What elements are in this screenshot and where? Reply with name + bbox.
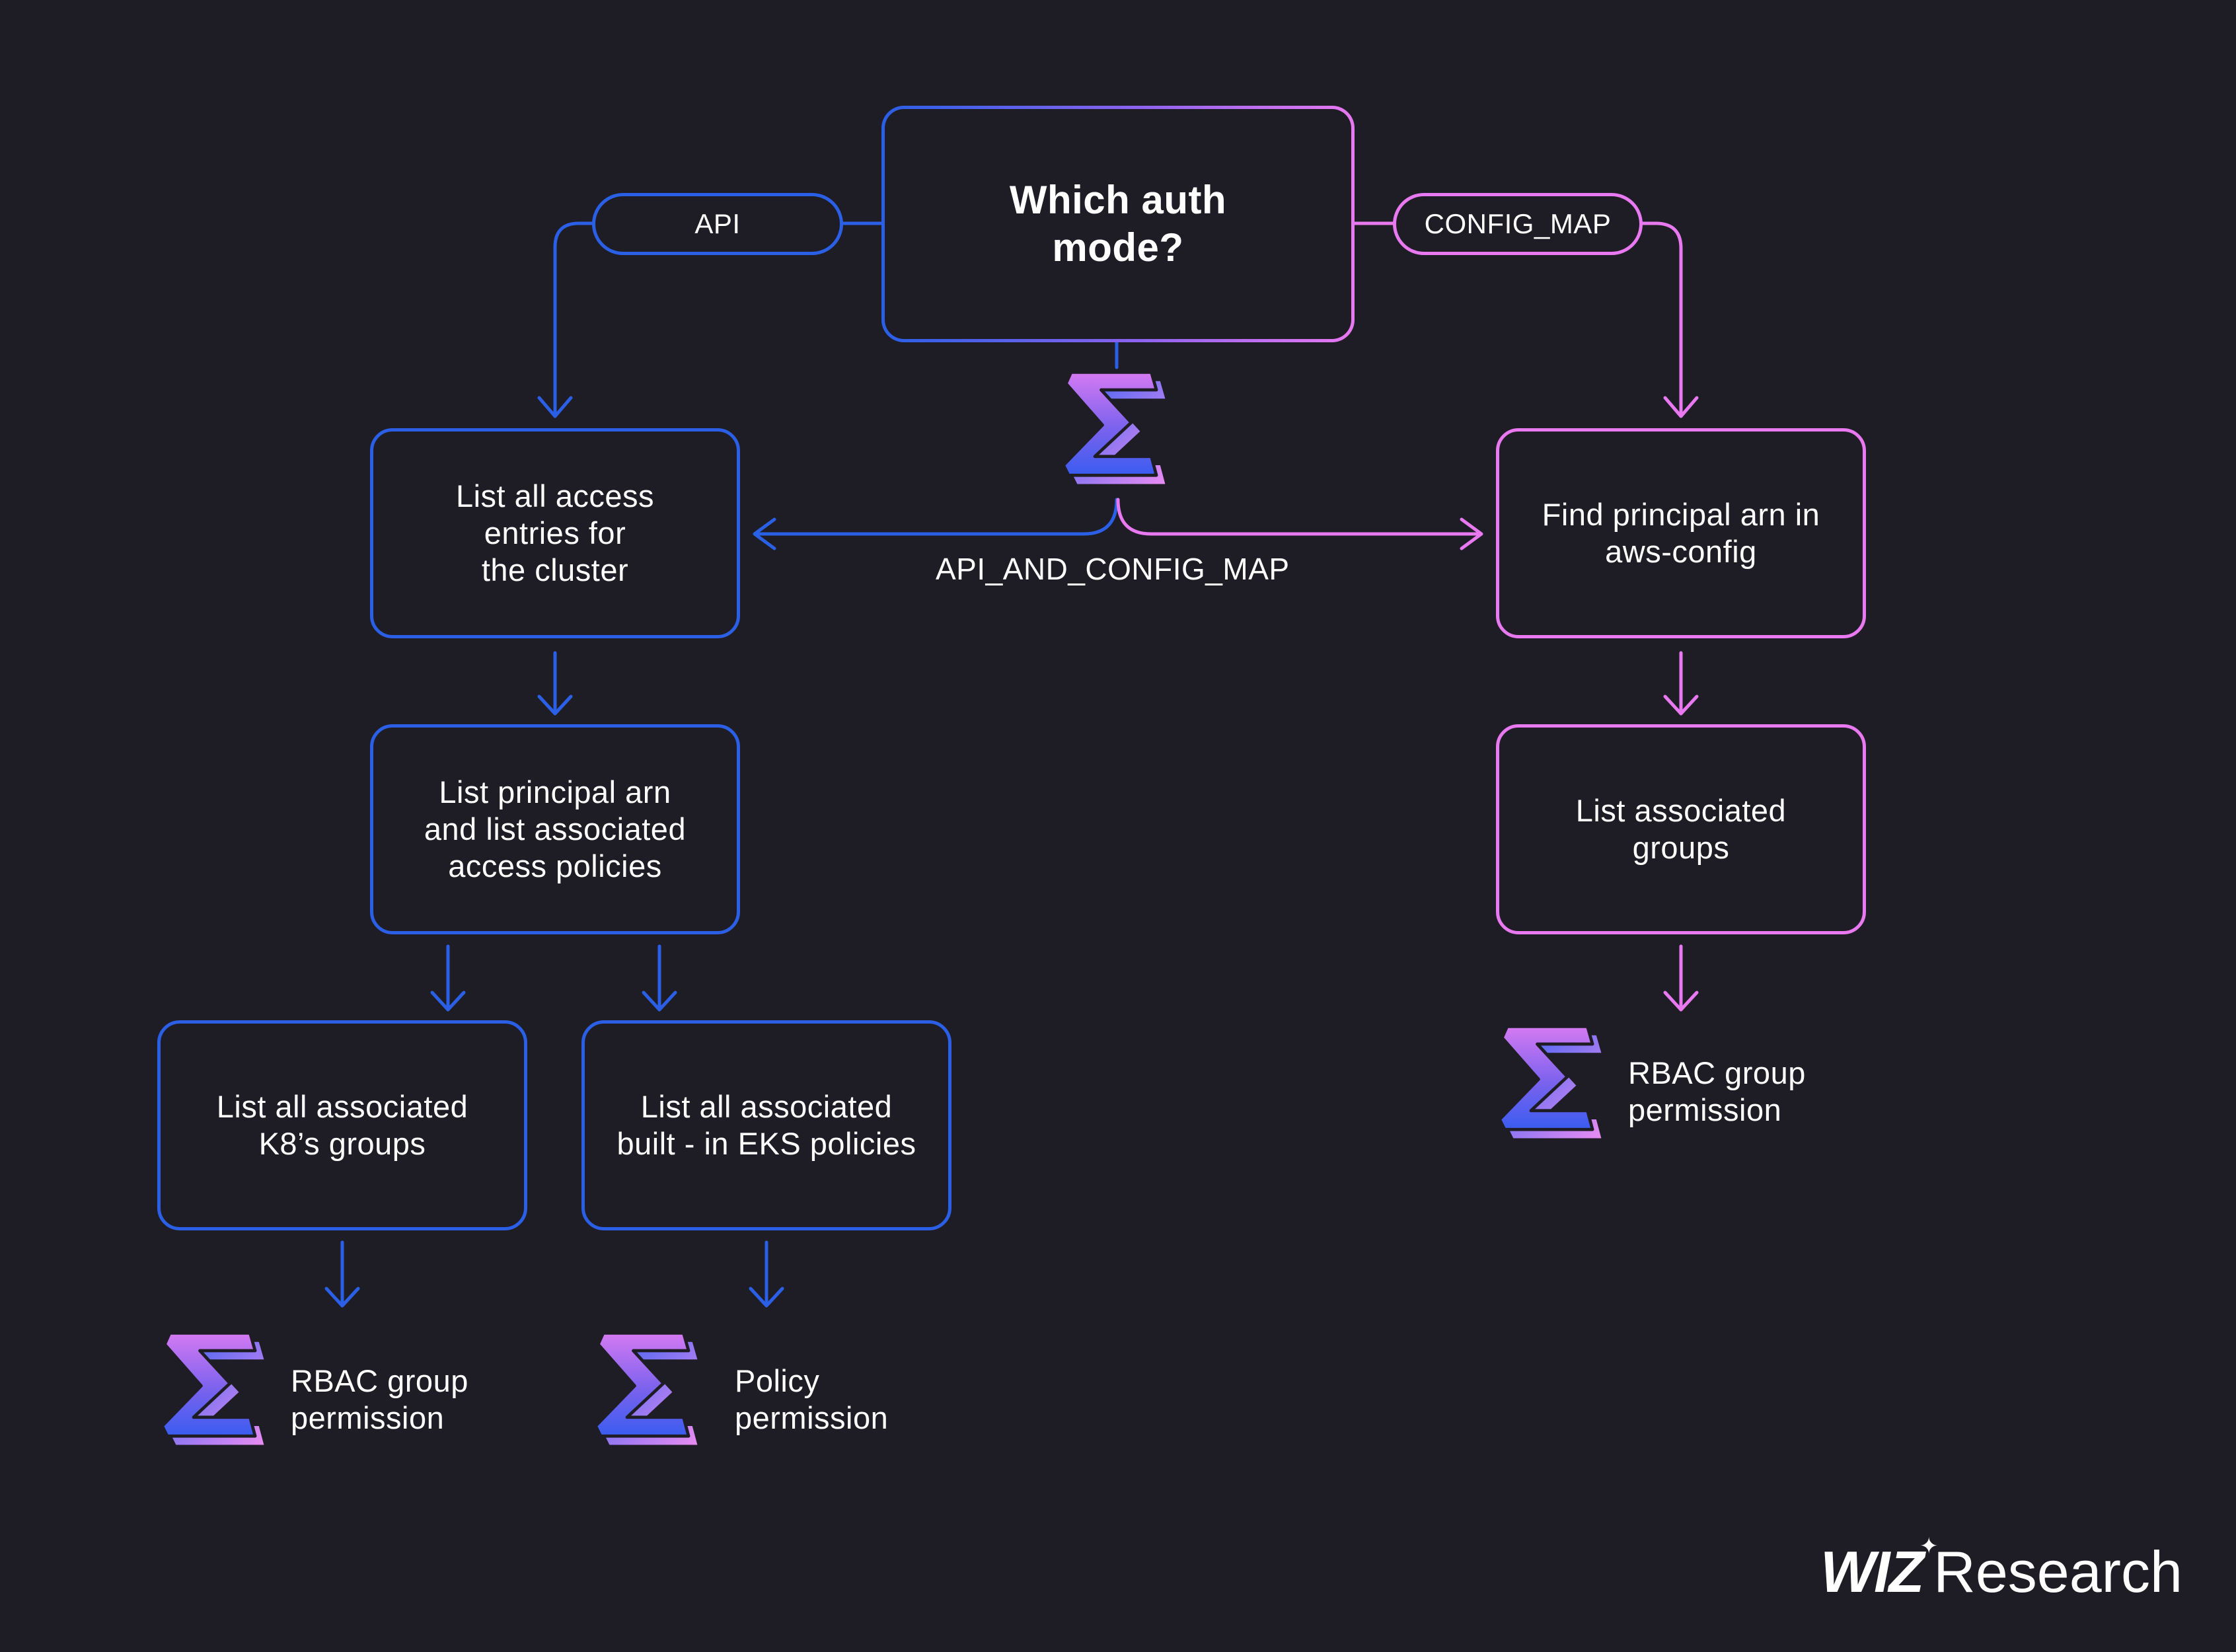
- api-step-list-access-entries: List all access entries for the cluster: [370, 428, 740, 638]
- branch-label-api: API: [592, 193, 843, 255]
- config-step-find-principal-arn: Find principal arn in aws-config: [1496, 428, 1866, 638]
- wiz-logo: WIZ✦: [1820, 1534, 1938, 1604]
- api-step-list-principal-arn: List principal arn and list associated a…: [370, 724, 740, 934]
- api-step-list-eks-policies: List all associated built - in EKS polic…: [581, 1020, 951, 1230]
- sigma-logo-icon: [596, 1333, 698, 1445]
- brand-product-name: Research: [1933, 1539, 2182, 1604]
- sigma-logo-icon: [1500, 1026, 1602, 1138]
- result-rbac-group-permission-api: RBAC group permission: [291, 1363, 468, 1435]
- config-step-list-groups: List associated groups: [1496, 724, 1866, 934]
- branch-label-config-map: CONFIG_MAP: [1393, 193, 1643, 255]
- sigma-logo-icon: [163, 1333, 264, 1445]
- config-step-arrows: [1663, 651, 1699, 1012]
- sparkle-icon: ✦: [1919, 1534, 1938, 1559]
- result-policy-permission: Policy permission: [735, 1363, 889, 1435]
- sigma-logo-icon: [1064, 372, 1166, 484]
- wiz-research-brand: WIZ✦ Research: [1820, 1533, 2182, 1606]
- api-branch-connector: [537, 221, 885, 418]
- result-rbac-group-permission-config: RBAC group permission: [1628, 1055, 1806, 1127]
- api-step-list-k8s-groups: List all associated K8’s groups: [157, 1020, 527, 1230]
- decision-auth-mode: Which auth mode?: [881, 106, 1355, 342]
- config-branch-connector: [1351, 221, 1699, 418]
- branch-label-api-and-config-map: API_AND_CONFIG_MAP: [936, 552, 1290, 586]
- both-branch-connector: [753, 340, 1483, 550]
- api-step-arrows: [324, 651, 784, 1308]
